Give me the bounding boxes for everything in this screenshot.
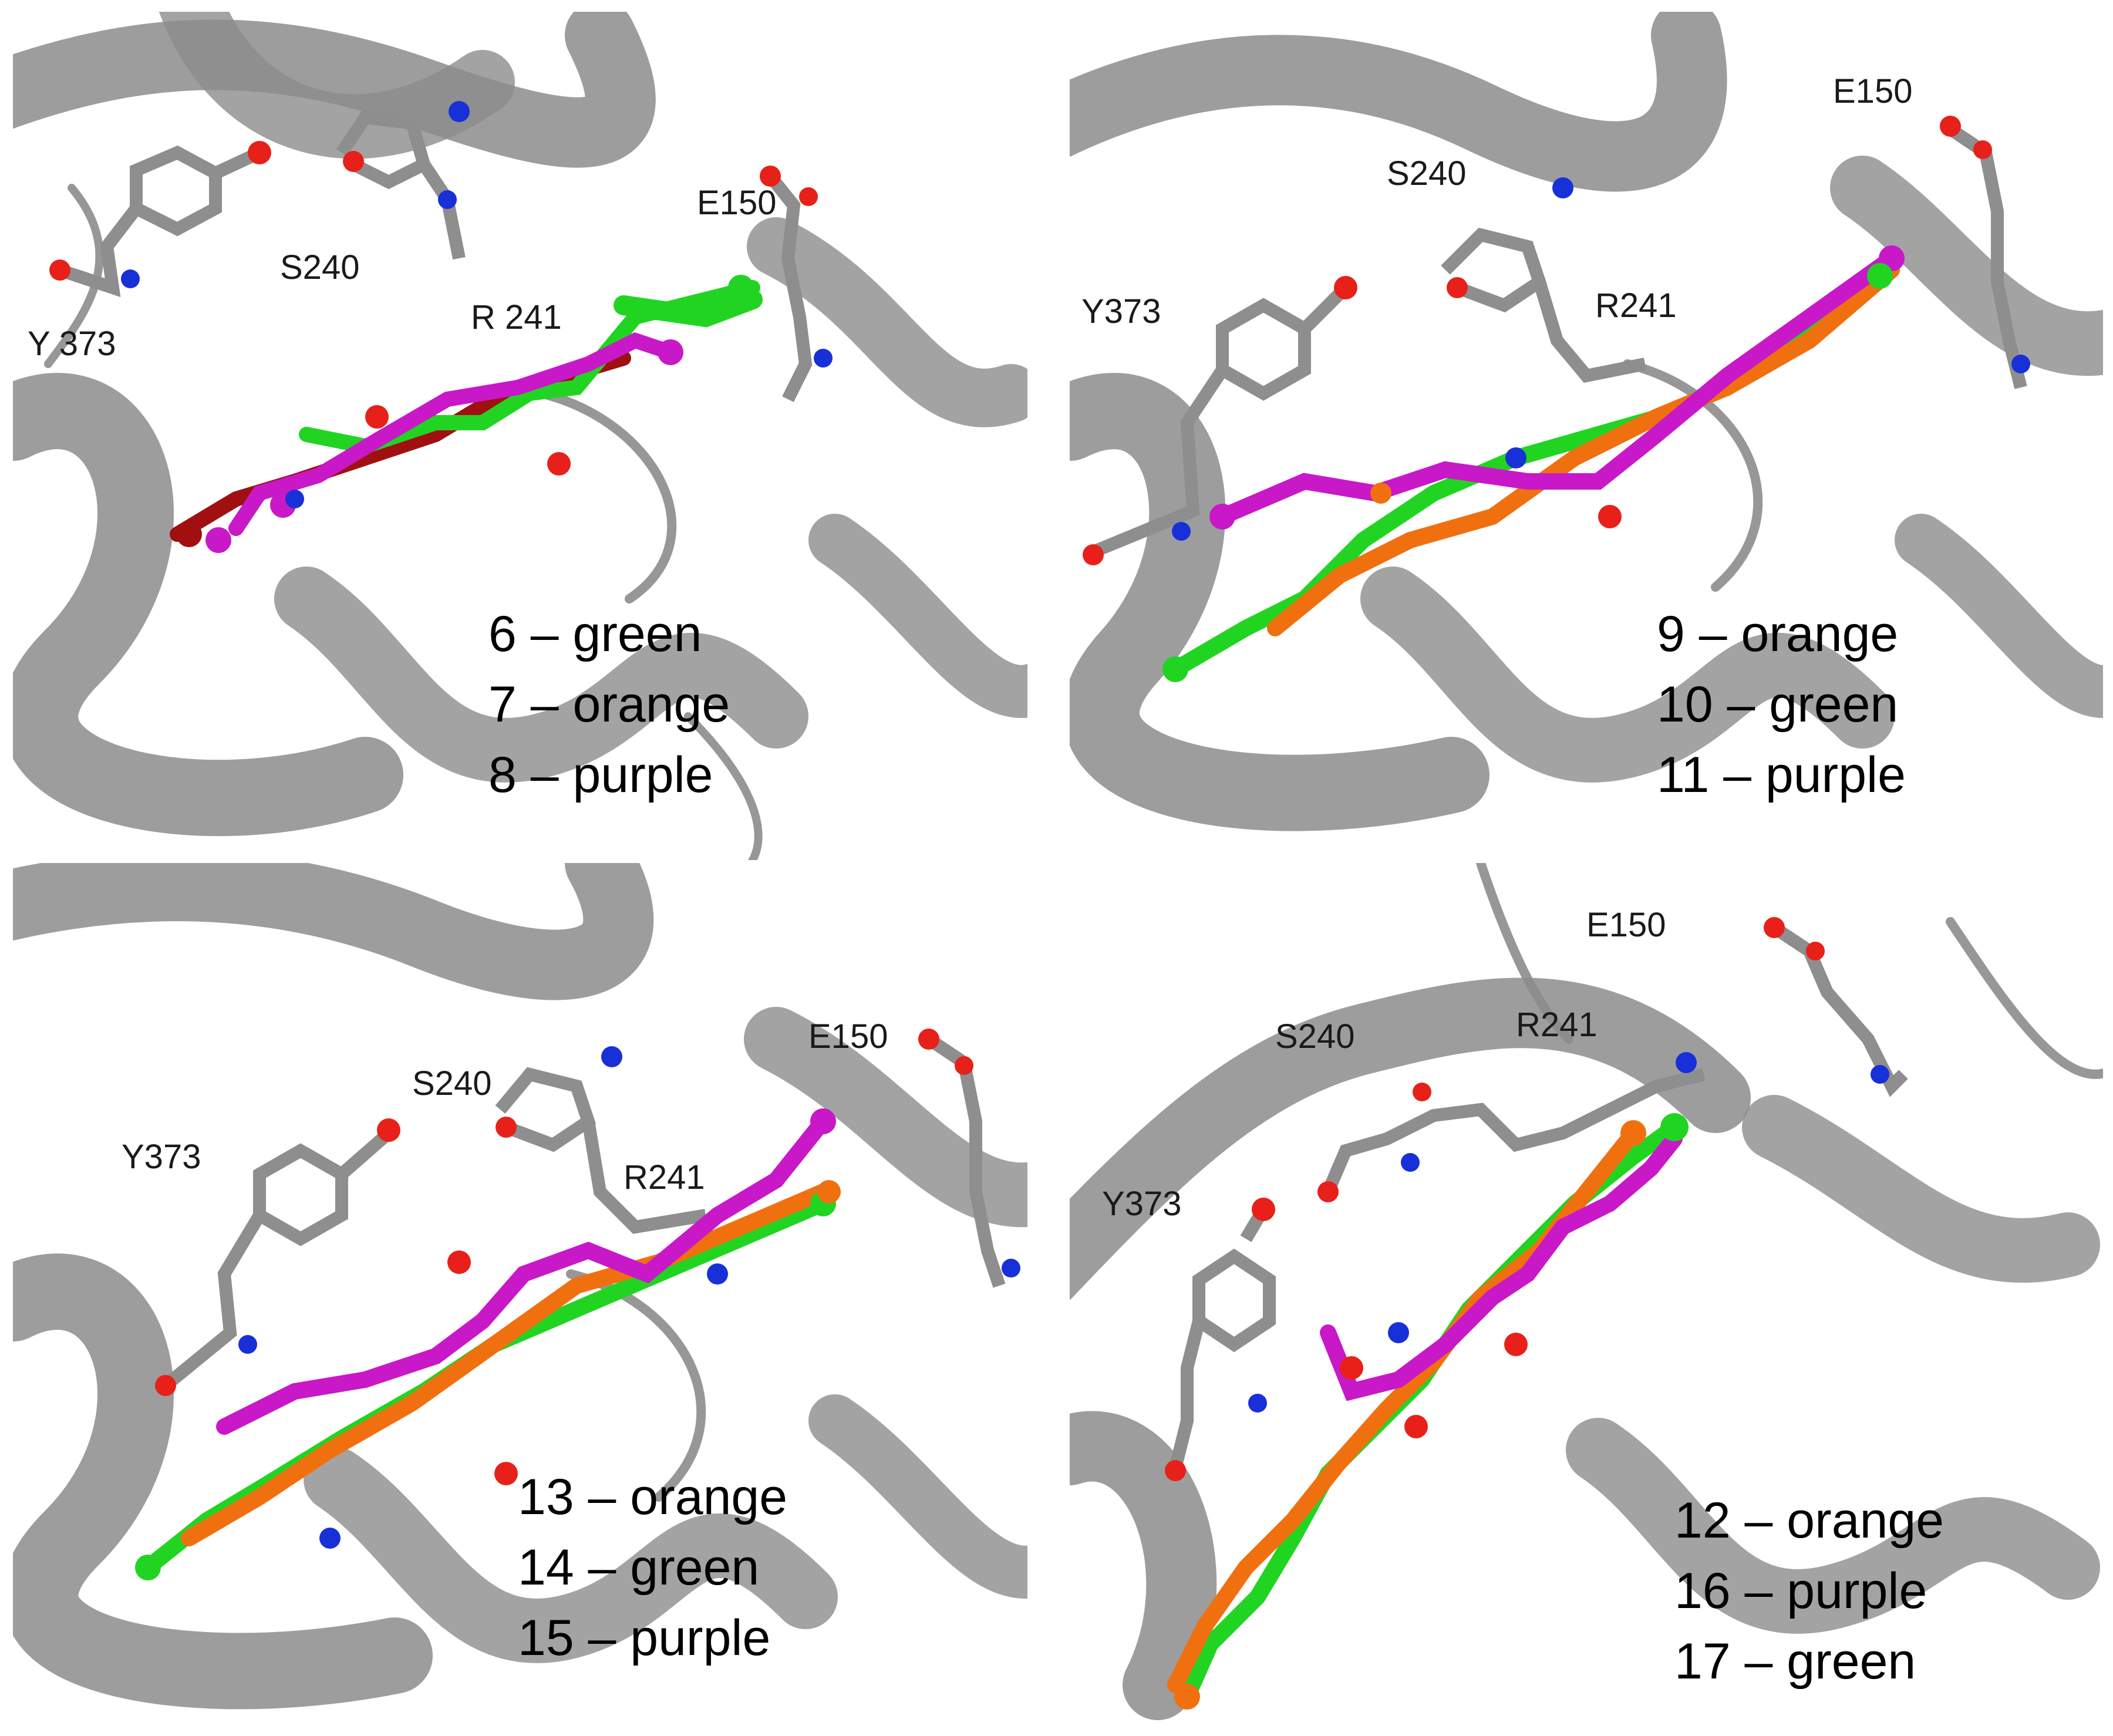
label-s240: S240 bbox=[1387, 154, 1466, 193]
docking-pose-image: Y373 S240 R241 E150 bbox=[13, 863, 1027, 1710]
legend-item: 16 – purple bbox=[1674, 1563, 1927, 1619]
legend-item: 9 – orange bbox=[1657, 606, 1899, 662]
ligand-overlay bbox=[170, 280, 763, 542]
panel-top-right: Y373 S240 R241 E150 9 – orange 10 – gree… bbox=[1070, 12, 2103, 834]
label-e150: E150 bbox=[808, 1017, 888, 1056]
label-y373: Y373 bbox=[122, 1138, 201, 1176]
legend-item: 6 – green bbox=[488, 606, 702, 662]
ligand-legend: 6 – green 7 – orange 8 – purple bbox=[488, 599, 730, 810]
ligand-legend: 13 – orange 14 – green 15 – purple bbox=[518, 1462, 787, 1673]
protein-ribbon bbox=[13, 12, 1027, 860]
legend-item: 8 – purple bbox=[488, 747, 713, 803]
protein-ribbon bbox=[1070, 863, 2103, 1720]
legend-item: 7 – orange bbox=[488, 676, 730, 733]
legend-item: 14 – green bbox=[518, 1539, 760, 1596]
panel-bottom-left: Y373 S240 R241 E150 13 – orange 14 – gre… bbox=[13, 863, 1027, 1726]
label-e150: E150 bbox=[697, 184, 776, 222]
legend-item: 17 – green bbox=[1674, 1633, 1916, 1690]
docking-pose-image: Y373 S240 R241 E150 bbox=[1070, 12, 2103, 831]
legend-item: 15 – purple bbox=[518, 1610, 771, 1666]
glu150-residue bbox=[1770, 922, 1908, 1097]
label-y373: Y 373 bbox=[28, 325, 116, 363]
ligand-legend: 9 – orange 10 – green 11 – purple bbox=[1657, 599, 1906, 810]
label-y373: Y373 bbox=[1102, 1185, 1181, 1223]
tyr373-residue bbox=[1169, 1206, 1276, 1469]
label-e150: E150 bbox=[1833, 72, 1912, 110]
label-r241: R241 bbox=[1516, 1006, 1598, 1044]
ser240-arg241-residues bbox=[1441, 227, 1647, 383]
label-s240: S240 bbox=[280, 248, 359, 286]
ligand-legend: 12 – orange 16 – purple 17 – green bbox=[1674, 1485, 1944, 1697]
label-r241: R241 bbox=[1595, 286, 1677, 325]
label-e150: E150 bbox=[1586, 906, 1666, 944]
protein-ribbon bbox=[1070, 12, 2103, 831]
legend-item: 13 – orange bbox=[518, 1469, 788, 1525]
label-s240: S240 bbox=[412, 1064, 491, 1103]
tyr373-residue bbox=[161, 1128, 393, 1391]
glu150-residue bbox=[765, 172, 813, 402]
ser240-arg241-residues bbox=[1322, 1068, 1706, 1195]
ser240-arg241-residues bbox=[495, 1067, 707, 1234]
protein-ribbon bbox=[13, 863, 1027, 1710]
label-r241: R 241 bbox=[471, 298, 562, 336]
docking-pose-image: Y373 S240 R241 E150 bbox=[1070, 863, 2103, 1720]
panel-top-left: Y 373 S240 R 241 E150 6 – green 7 – oran… bbox=[13, 12, 1027, 860]
label-r241: R241 bbox=[624, 1158, 705, 1196]
panel-bottom-right: Y373 S240 R241 E150 12 – orange 16 – pur… bbox=[1070, 863, 2103, 1726]
docking-pose-image: Y 373 S240 R 241 E150 bbox=[13, 12, 1027, 860]
legend-item: 11 – purple bbox=[1657, 747, 1906, 803]
ligand-overlay bbox=[1167, 1119, 1683, 1705]
label-s240: S240 bbox=[1275, 1017, 1354, 1056]
ligand-overlay bbox=[140, 1113, 831, 1576]
label-y373: Y373 bbox=[1081, 292, 1161, 331]
legend-item: 12 – orange bbox=[1674, 1492, 1945, 1549]
legend-item: 10 – green bbox=[1657, 676, 1899, 733]
